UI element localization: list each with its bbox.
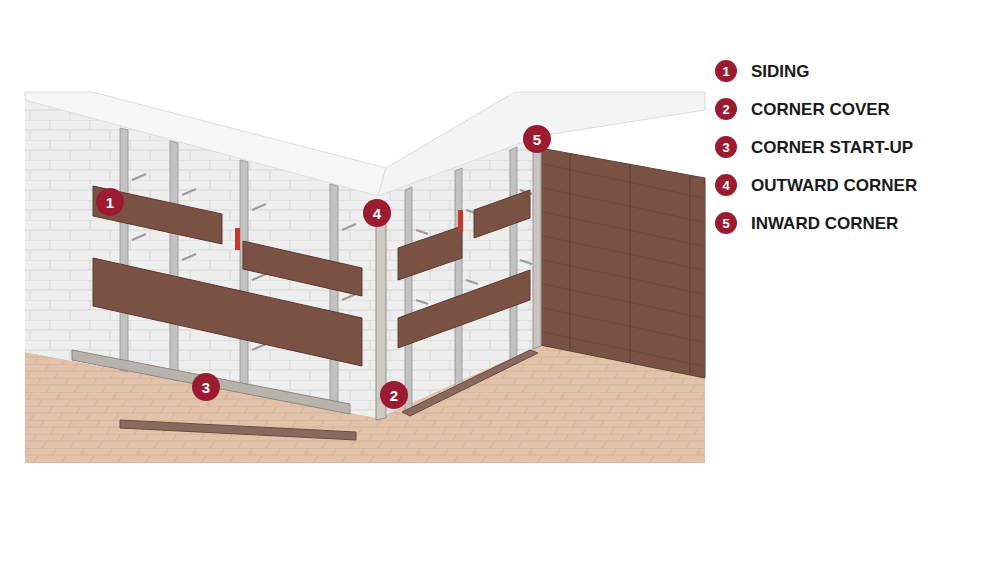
callout-number: 1 [722, 65, 729, 78]
legend-number-circle: 1SIDING [715, 60, 737, 82]
corner-cover-strip [120, 420, 356, 440]
callout-number: 2 [722, 103, 729, 116]
callout-circle: 2 [380, 381, 408, 409]
legend-label: CORNER START-UP [751, 139, 913, 156]
callout-circle: 3 [192, 373, 220, 401]
corner-cover-strip [402, 350, 538, 416]
legend-label: INWARD CORNER [751, 215, 898, 232]
callout-circle: 1 [96, 188, 124, 216]
legend-number-circle: 3CORNER START-UP [715, 136, 737, 158]
callout-number: 2 [390, 388, 398, 403]
vertical-rails [120, 128, 517, 413]
finished-siding [540, 148, 705, 378]
legend-label: SIDING [751, 63, 810, 80]
legend-label: CORNER COVER [751, 101, 890, 118]
legend-number-circle: 5INWARD CORNER [715, 212, 737, 234]
legend-number-circle: 2CORNER COVER [715, 98, 737, 120]
legend-label: OUTWARD CORNER [751, 177, 917, 194]
legend-number-circle: 4OUTWARD CORNER [715, 174, 737, 196]
callout-number: 5 [722, 217, 729, 230]
callout-circle: 5 [523, 125, 551, 153]
inward-corner [533, 148, 541, 349]
callout-number: 1 [106, 195, 114, 210]
callout-number: 3 [722, 141, 729, 154]
wall-cap [25, 92, 386, 196]
start-up-rail [72, 350, 350, 414]
red-markers [235, 210, 463, 250]
callout-number: 4 [722, 179, 729, 192]
callout-circle: 4 [363, 199, 391, 227]
callout-number: 4 [373, 206, 381, 221]
siding-boards [93, 186, 530, 366]
callout-number: 5 [533, 132, 541, 147]
callout-number: 3 [202, 380, 210, 395]
